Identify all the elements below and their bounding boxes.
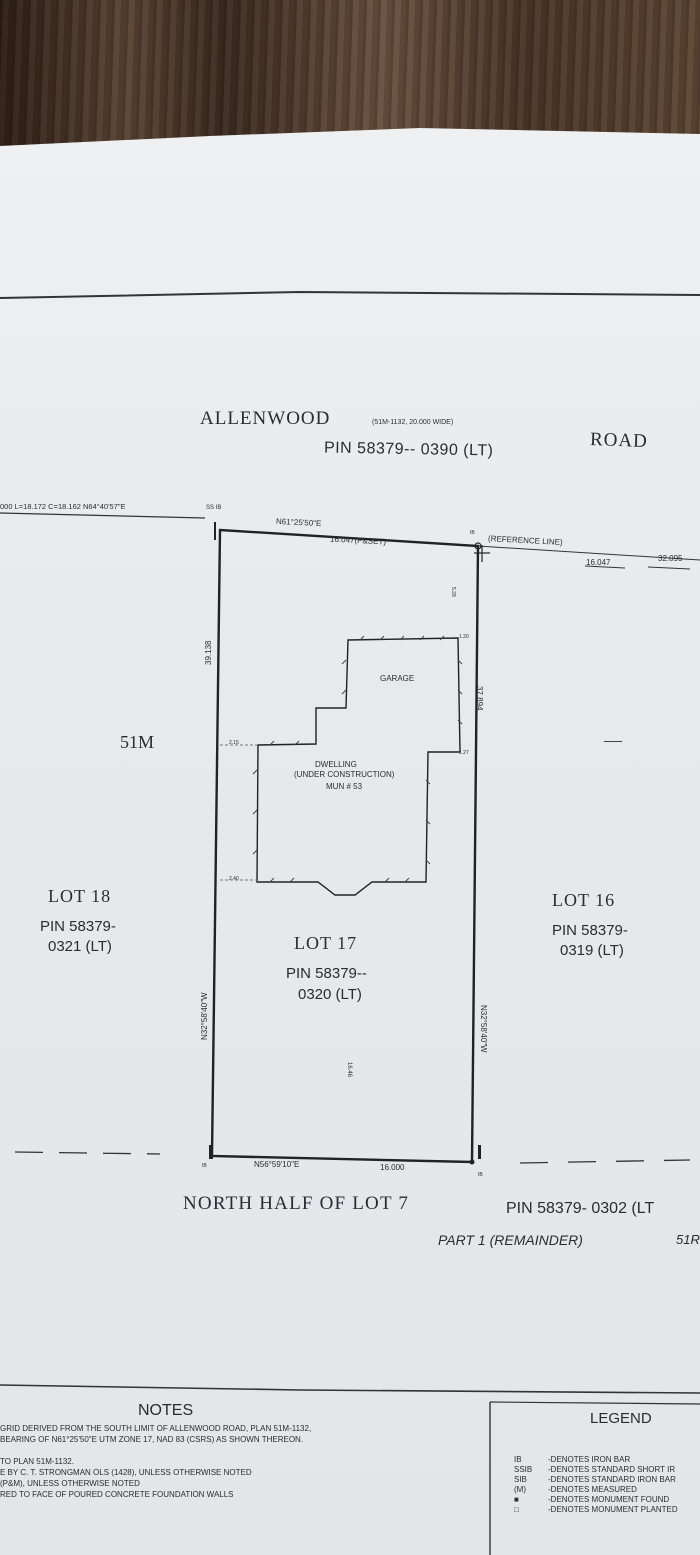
right-distance: 37.894	[475, 686, 484, 711]
legend-desc: -DENOTES STANDARD SHORT IR	[548, 1465, 676, 1474]
legend-symbol: (M)	[514, 1485, 526, 1494]
ssib-marker-label: SS IB	[206, 505, 222, 511]
ib-label-top: IB	[470, 530, 475, 536]
legend-symbol: □	[514, 1505, 519, 1514]
plan-ref: 51R	[676, 1232, 700, 1247]
south-lot-label: NORTH HALF OF LOT 7	[183, 1193, 410, 1214]
notes-title: NOTES	[138, 1402, 194, 1419]
lot-16-pin-suffix: 0319 (LT)	[560, 942, 624, 959]
note-line: BEARING OF N61°25'50"E UTM ZONE 17, NAD …	[0, 1435, 304, 1444]
note-line: (P&M), UNLESS OTHERWISE NOTED	[0, 1479, 140, 1488]
plan-label: 51M	[120, 732, 155, 752]
garage-label: GARAGE	[380, 674, 415, 683]
lot-17-pin-suffix: 0320 (LT)	[298, 986, 362, 1003]
legend-desc: -DENOTES MONUMENT PLANTED	[548, 1505, 678, 1514]
setback-top: 5.28	[450, 587, 456, 597]
legend-descriptions: -DENOTES IRON BAR -DENOTES STANDARD SHOR…	[548, 1455, 678, 1515]
legend-symbol: SIB	[514, 1475, 527, 1484]
legend-symbol: ■	[514, 1495, 519, 1504]
lot-18-pin: PIN 58379-	[40, 918, 116, 935]
right-distance-1: 16.047	[586, 558, 611, 567]
part-label: PART 1 (REMAINDER)	[438, 1232, 583, 1248]
setback-right-1: 1.20	[459, 634, 469, 640]
street-pin: PIN 58379-- 0390 (LT)	[323, 439, 494, 460]
legend-desc: -DENOTES MONUMENT FOUND	[548, 1495, 670, 1504]
right-bearing: N32°58'40"W	[479, 1005, 488, 1053]
dwelling-status: (UNDER CONSTRUCTION)	[294, 770, 395, 779]
legend-desc: -DENOTES STANDARD IRON BAR	[548, 1475, 676, 1484]
south-pin: PIN 58379- 0302 (LT	[506, 1200, 655, 1217]
bottom-distance: 16.000	[380, 1163, 405, 1172]
legend-symbol: SSIB	[514, 1465, 533, 1474]
right-distance-2: 32.095	[658, 554, 683, 563]
notes-body: GRID DERIVED FROM THE SOUTH LIMIT OF ALL…	[0, 1423, 311, 1500]
legend-symbols: IB SSIB SIB (M) ■ □	[514, 1455, 532, 1515]
note-line	[0, 1445, 311, 1456]
mid-distance: 16.46	[346, 1062, 352, 1078]
setback-left-1: 2.15	[229, 740, 239, 746]
note-line: TO PLAN 51M-1132.	[0, 1457, 74, 1466]
legend-title: LEGEND	[590, 1410, 652, 1427]
bottom-bearing: N56°59'10"E	[254, 1160, 300, 1169]
wood-table-background	[0, 0, 700, 150]
lot-16-pin: PIN 58379-	[552, 922, 628, 939]
legend-symbol: IB	[514, 1455, 522, 1464]
setback-left-2: 2.40	[229, 876, 239, 882]
lot-18-pin-suffix: 0321 (LT)	[48, 938, 112, 955]
lot-17-label: LOT 17	[294, 933, 358, 953]
note-line: E BY C. T. STRONGMAN OLS (1428), UNLESS …	[0, 1468, 252, 1477]
ib-label-bottom-right: IB	[478, 1172, 483, 1178]
setback-right-2: 1.27	[459, 750, 469, 756]
note-line: GRID DERIVED FROM THE SOUTH LIMIT OF ALL…	[0, 1424, 312, 1433]
left-bearing: N32°58'40"W	[200, 992, 209, 1040]
street-name-left: ALLENWOOD	[200, 408, 331, 429]
street-name-right: ROAD	[589, 428, 649, 453]
left-distance: 39.138	[204, 640, 213, 665]
municipal-number: MUN # 53	[326, 782, 363, 791]
note-line: RED TO FACE OF POURED CONCRETE FOUNDATIO…	[0, 1490, 234, 1499]
survey-sheet	[0, 128, 700, 1555]
legend-desc: -DENOTES IRON BAR	[548, 1455, 631, 1464]
street-plan-note: (51M-1132, 20.000 WIDE)	[372, 419, 454, 426]
dwelling-label: DWELLING	[315, 760, 357, 769]
lot-17-pin: PIN 58379--	[286, 965, 367, 982]
curve-data: 000 L=18.172 C=18.162 N64°40'57"E	[0, 502, 126, 511]
ib-label-bottom-left: IB	[202, 1163, 207, 1169]
lot-18-label: LOT 18	[48, 886, 112, 906]
legend-desc: -DENOTES MEASURED	[548, 1485, 637, 1494]
lot-16-label: LOT 16	[552, 890, 616, 910]
